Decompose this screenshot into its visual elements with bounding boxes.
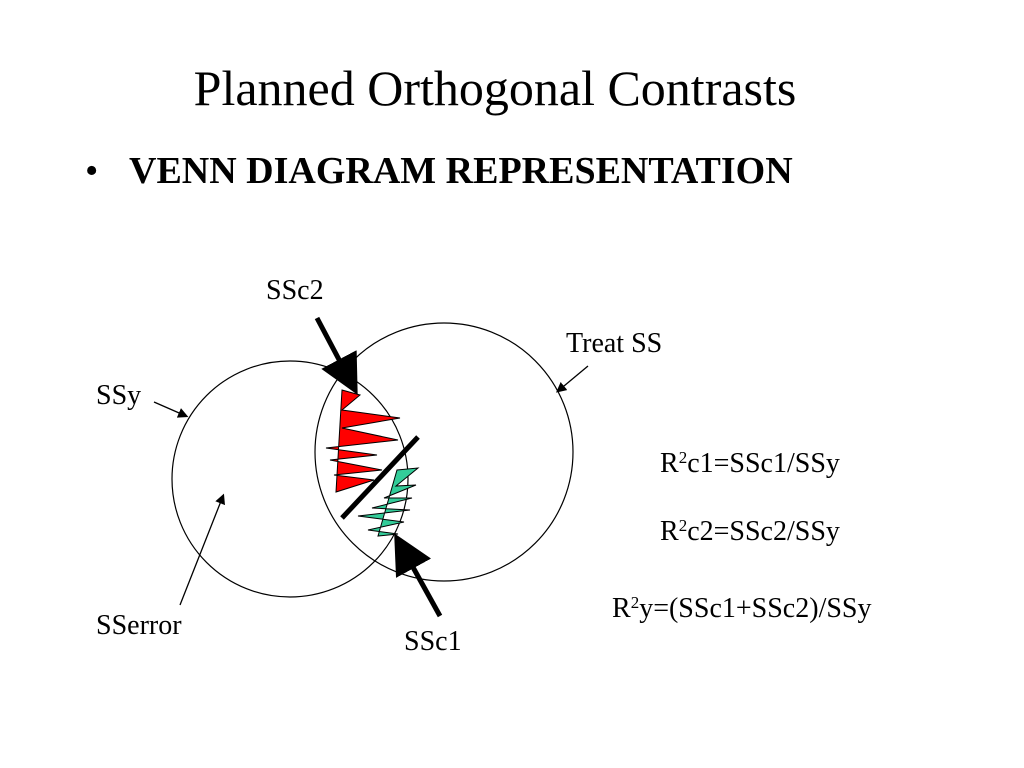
ssc1-label: SSc1	[404, 626, 462, 657]
eq-rest: y=(SSc1+SSc2)/SSy	[639, 593, 872, 624]
treat-ss-pointer	[556, 365, 589, 393]
ssy-label: SSy	[96, 380, 142, 411]
eq-exponent: 2	[678, 448, 688, 467]
ssy-circle	[171, 360, 409, 598]
sserror-pointer	[179, 493, 225, 606]
ssc2-arrow	[314, 316, 358, 395]
bullet-marker: •	[85, 150, 99, 192]
equation-r2-c2: R2c2=SSc2/SSy	[660, 515, 840, 549]
ssy-pointer	[153, 401, 189, 418]
ssc2-region	[325, 389, 401, 493]
slide-title: Planned Orthogonal Contrasts	[193, 60, 797, 116]
ssc2-label: SSc2	[266, 275, 324, 306]
eq-base: R	[660, 516, 679, 547]
equation-r2-y: R2y=(SSc1+SSc2)/SSy	[612, 592, 872, 626]
eq-exponent: 2	[630, 593, 640, 612]
eq-base: R	[660, 448, 679, 479]
bullet-item: • VENN DIAGRAM REPRESENTATION	[85, 146, 793, 196]
contrast-divider-line	[340, 435, 420, 520]
eq-exponent: 2	[678, 516, 688, 535]
ssc1-region	[357, 467, 420, 537]
treat-ss-circle	[314, 322, 574, 582]
eq-rest: c1=SSc1/SSy	[687, 448, 840, 479]
equation-r2-c1: R2c1=SSc1/SSy	[660, 447, 840, 481]
eq-rest: c2=SSc2/SSy	[687, 516, 840, 547]
eq-base: R	[612, 593, 631, 624]
bullet-text: VENN DIAGRAM REPRESENTATION	[129, 150, 793, 192]
sserror-label: SSerror	[96, 610, 182, 641]
ssc1-arrow	[394, 533, 443, 618]
treat-ss-label: Treat SS	[566, 328, 663, 359]
